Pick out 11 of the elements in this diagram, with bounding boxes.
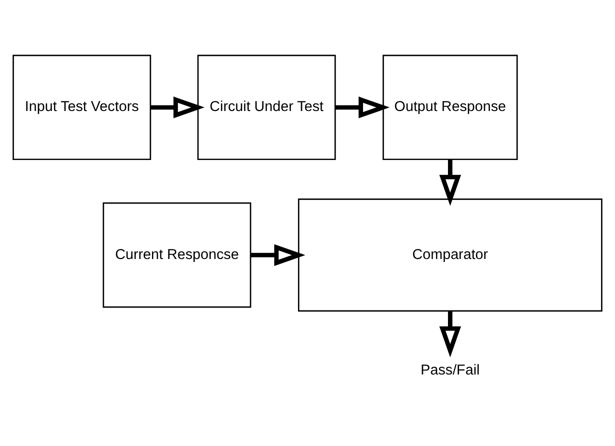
- arrow: [439, 160, 462, 206]
- arrow: [250, 244, 306, 266]
- node-box: Output Response: [382, 54, 518, 160]
- node-box: Circuit Under Test: [197, 54, 336, 160]
- node-text: Pass/Fail: [420, 362, 480, 378]
- arrow: [439, 311, 462, 358]
- node-box: Comparator: [298, 198, 602, 312]
- node-box: Current Responcse: [102, 202, 252, 308]
- node-box: Input Test Vectors: [12, 54, 152, 160]
- arrow: [150, 96, 204, 118]
- arrow: [335, 96, 390, 118]
